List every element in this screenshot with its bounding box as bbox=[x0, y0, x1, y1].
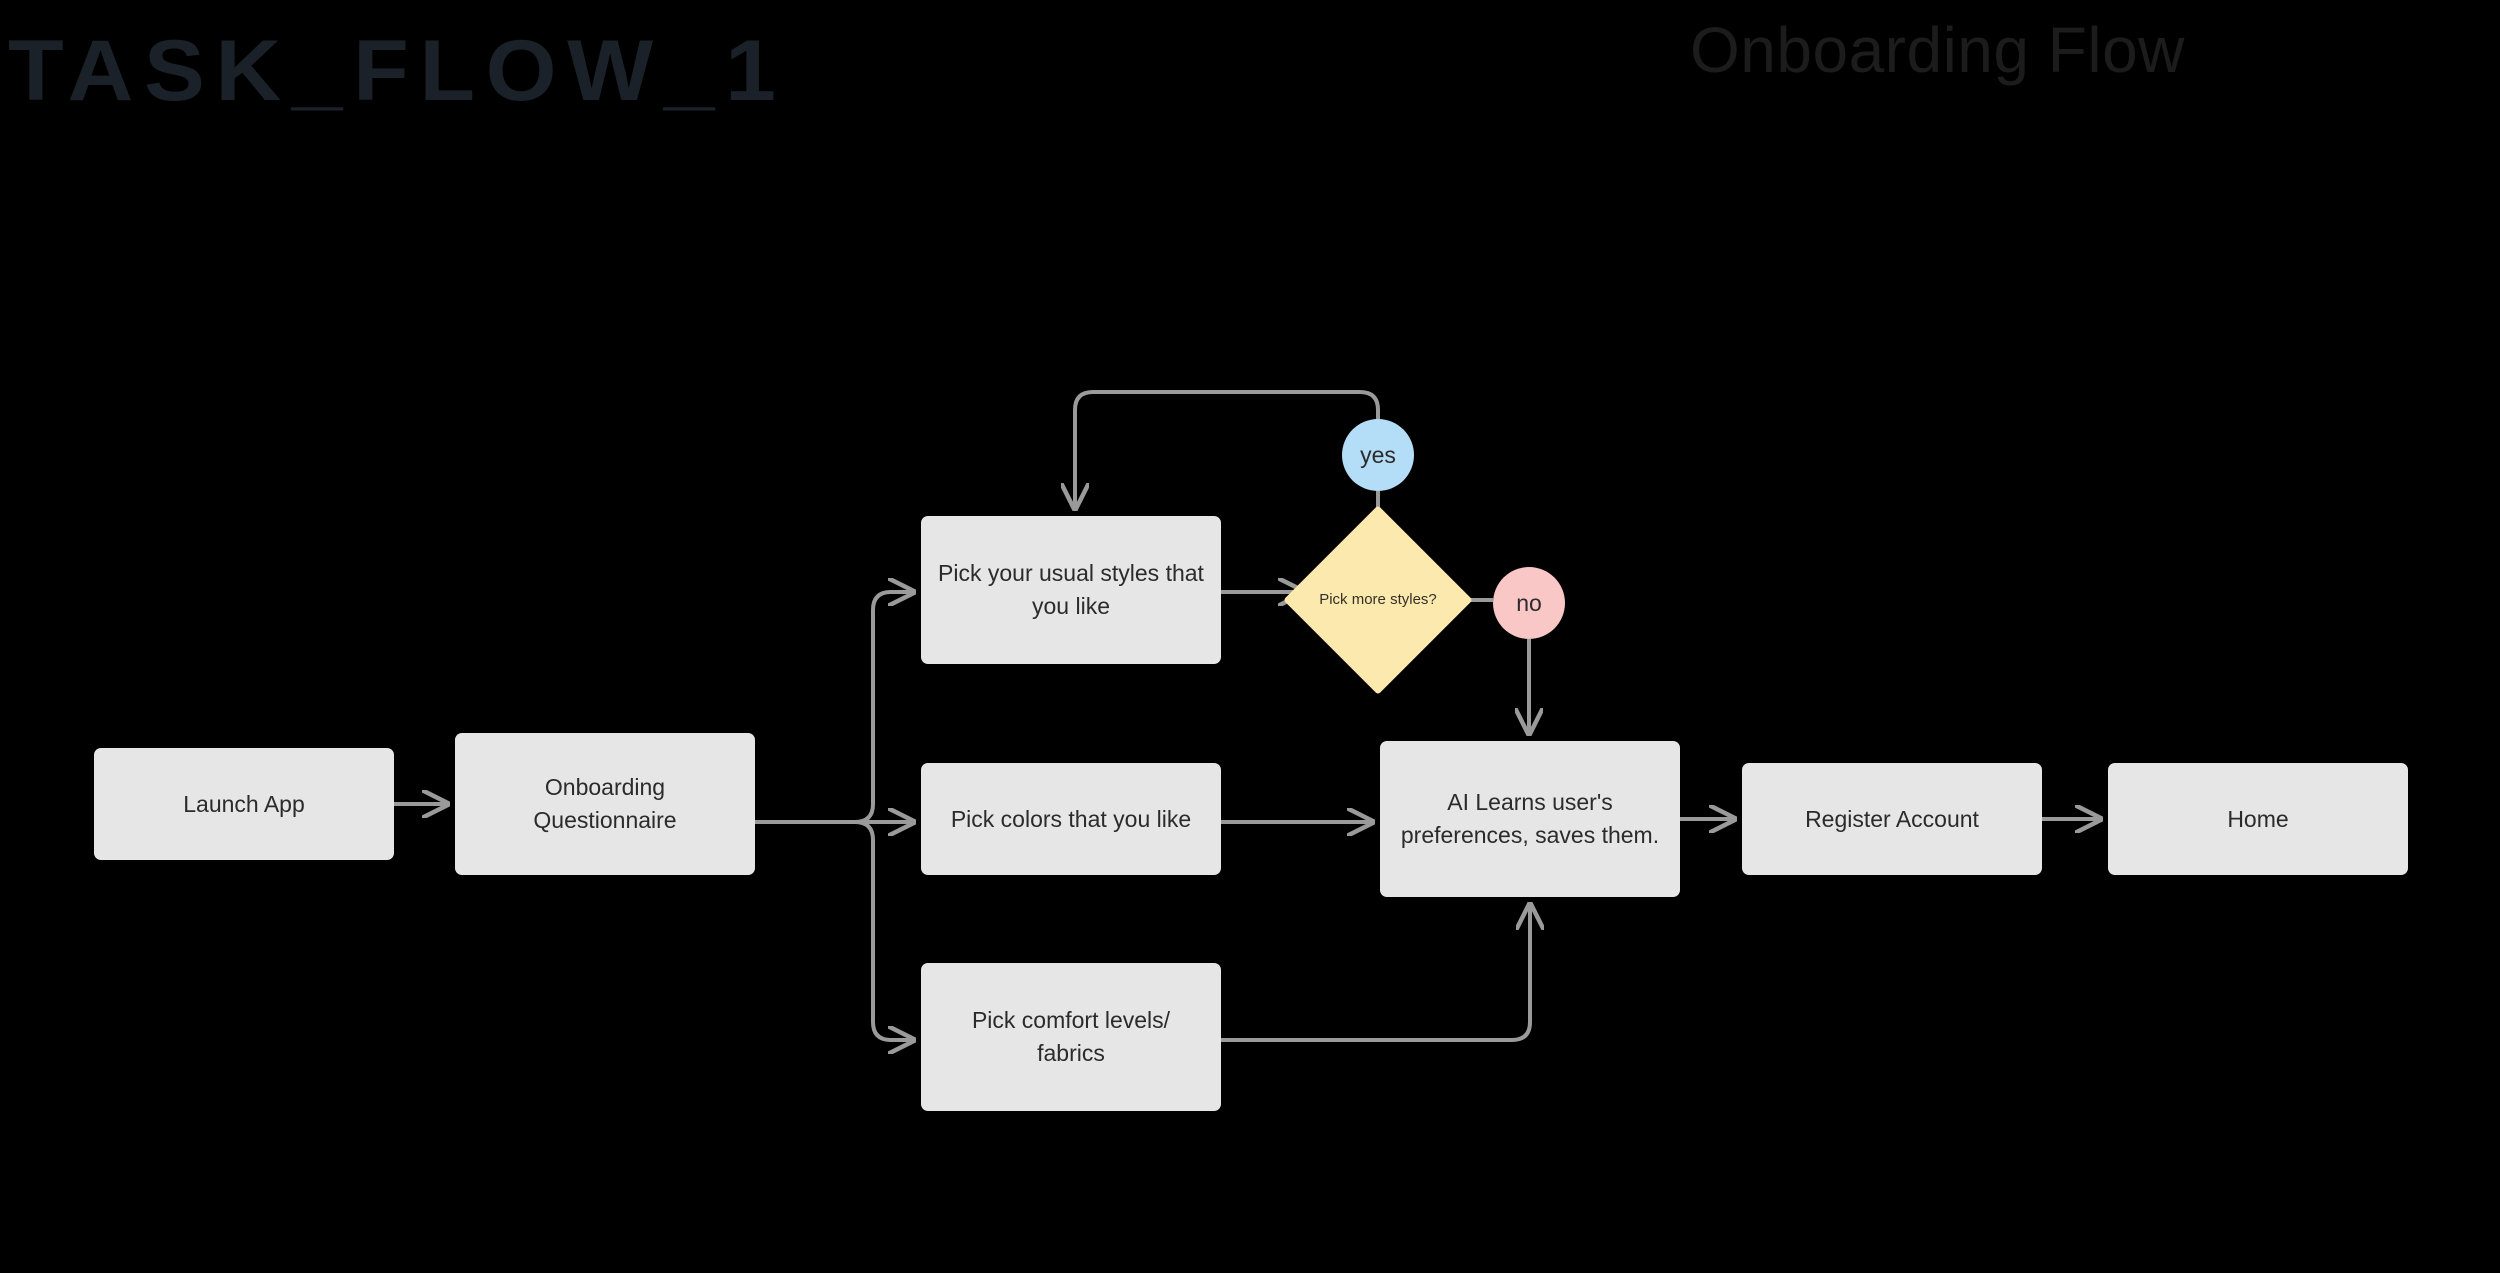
node-register-account[interactable]: Register Account bbox=[1742, 763, 2042, 875]
node-onboarding-questionnaire[interactable]: Onboarding Questionnaire bbox=[455, 733, 755, 875]
node-no-label: no bbox=[1516, 589, 1542, 616]
node-pick-comfort-label: Pick comfort levels/ fabrics bbox=[971, 1007, 1171, 1066]
node-pick-colors[interactable]: Pick colors that you like bbox=[921, 763, 1221, 875]
node-register-account-label: Register Account bbox=[1805, 805, 1979, 832]
node-home[interactable]: Home bbox=[2108, 763, 2408, 875]
node-launch-app[interactable]: Launch App bbox=[94, 748, 394, 860]
node-ai-learns-label: AI Learns user's preferences, saves them… bbox=[1400, 789, 1660, 848]
page-title: TASK_FLOW_1 bbox=[8, 23, 787, 119]
flow-title: Onboarding Flow bbox=[1690, 14, 2185, 86]
node-yes-label: yes bbox=[1360, 441, 1396, 468]
node-ai-learns[interactable]: AI Learns user's preferences, saves them… bbox=[1380, 741, 1680, 897]
edge-yes-loop-to-pick-styles bbox=[1075, 390, 1380, 508]
node-pick-colors-label: Pick colors that you like bbox=[950, 805, 1192, 832]
node-pick-styles[interactable]: Pick your usual styles that you like bbox=[921, 516, 1221, 664]
node-no-branch[interactable]: no bbox=[1493, 567, 1565, 639]
node-onboarding-questionnaire-label: Onboarding Questionnaire bbox=[533, 774, 677, 833]
edge-hub-to-pick-styles bbox=[845, 592, 913, 824]
node-decision-label: Pick more styles? bbox=[1319, 591, 1437, 609]
edge-pick-comfort-to-ai-learns bbox=[1221, 905, 1530, 1042]
node-pick-styles-label: Pick your usual styles that you like bbox=[938, 560, 1204, 619]
node-launch-app-label: Launch App bbox=[183, 790, 305, 817]
node-home-label: Home bbox=[2227, 805, 2289, 832]
edge-hub-to-pick-comfort bbox=[845, 820, 913, 1040]
node-decision-pick-more-styles[interactable]: Pick more styles? bbox=[1283, 505, 1473, 695]
node-yes-branch[interactable]: yes bbox=[1342, 419, 1414, 491]
node-pick-comfort[interactable]: Pick comfort levels/ fabrics bbox=[921, 963, 1221, 1111]
